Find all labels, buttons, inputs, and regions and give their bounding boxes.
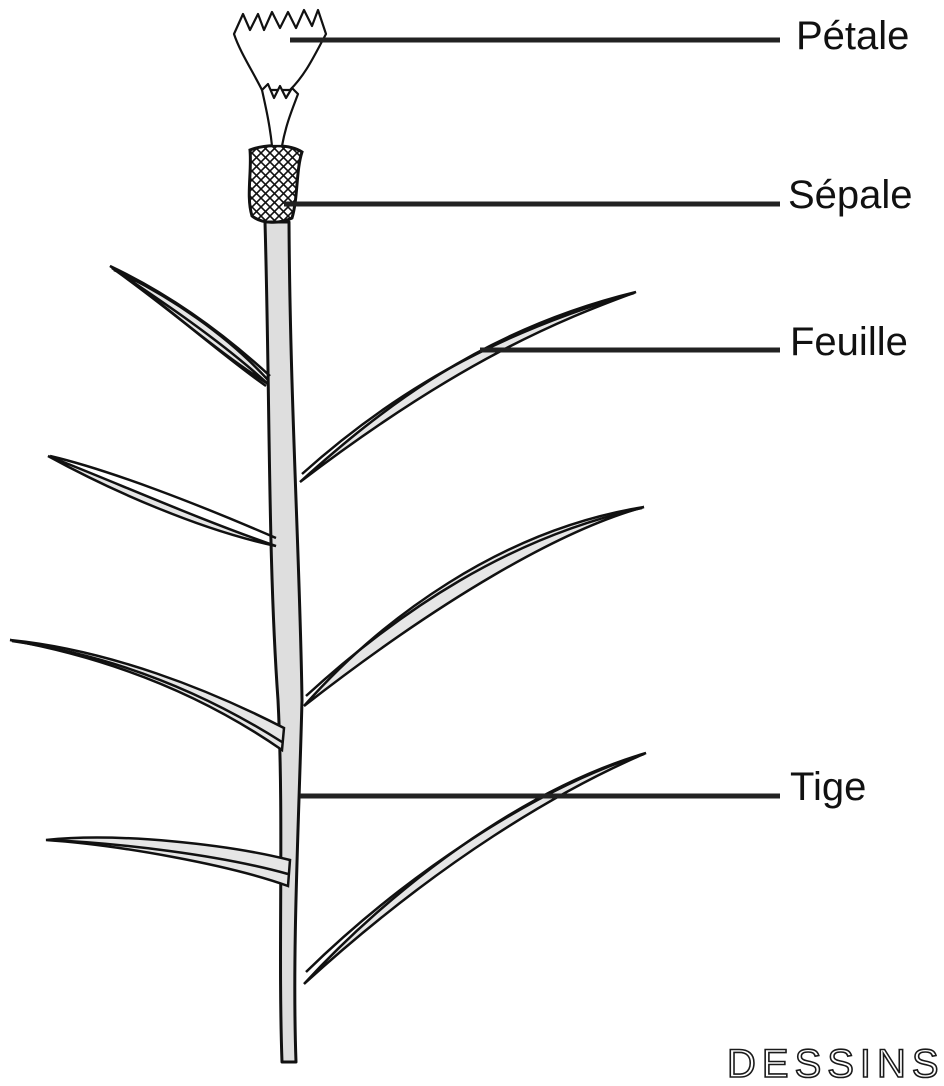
leaf-right-1	[300, 292, 636, 482]
leaf-right-1-edge	[302, 293, 634, 474]
sepal	[249, 146, 302, 223]
leaf-right-3	[304, 753, 646, 984]
leaf-left-2-edge	[50, 456, 276, 538]
leaf-left-4	[46, 838, 290, 886]
corner-watermark-text: DESSINS	[727, 1044, 944, 1084]
stem	[265, 222, 302, 1062]
leaf-left-3-edge	[12, 641, 282, 742]
leaf-right-2	[304, 507, 644, 706]
label-petale: Pétale	[796, 16, 909, 56]
label-tige: Tige	[790, 767, 866, 807]
label-feuille: Feuille	[790, 322, 908, 362]
petal-inner	[262, 84, 298, 146]
label-sepale: Sépale	[788, 175, 913, 215]
petal	[234, 10, 326, 90]
leaf-left-3	[10, 640, 284, 750]
leaf-left-2	[48, 456, 276, 546]
